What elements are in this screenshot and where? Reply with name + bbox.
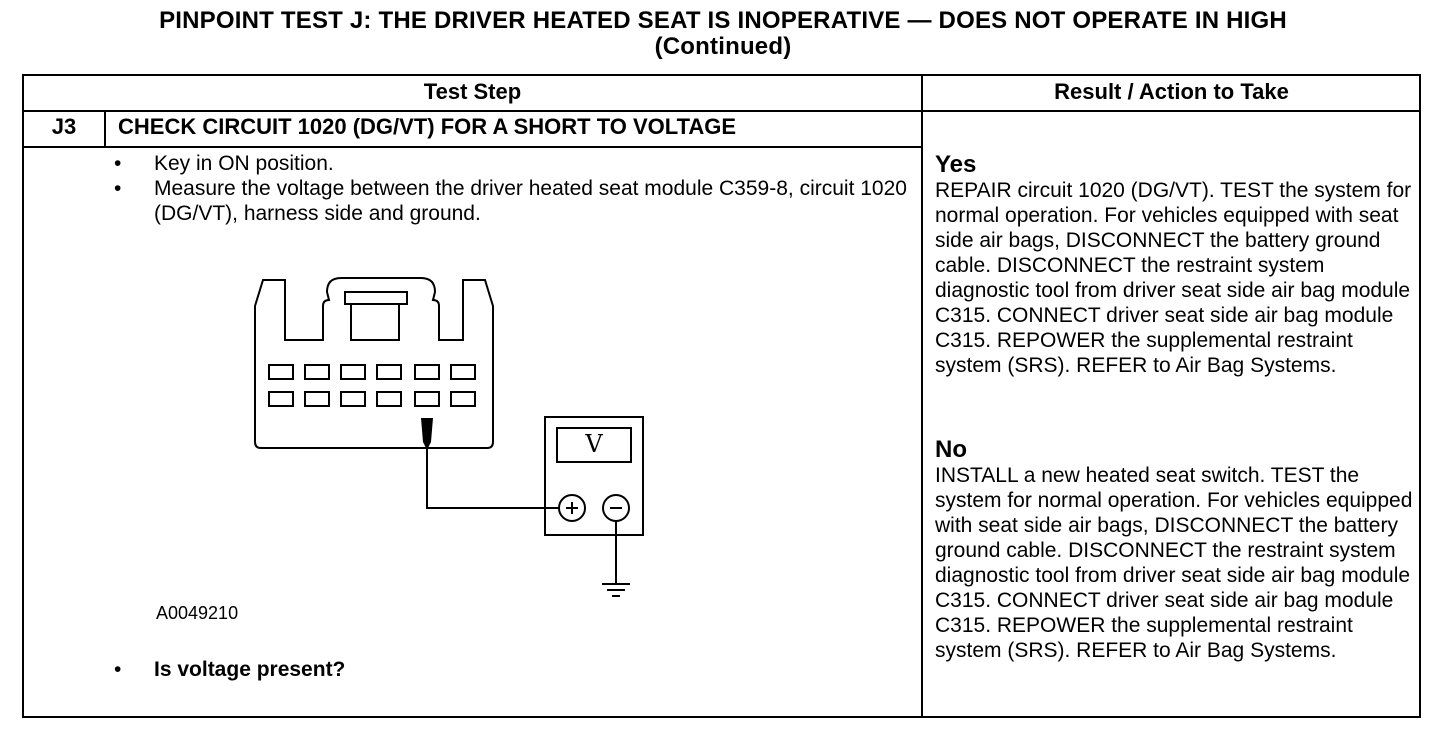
question-text: Is voltage present? xyxy=(154,658,346,681)
result-no-text: INSTALL a new heated seat switch. TEST t… xyxy=(935,464,1413,662)
figure-id: A0049210 xyxy=(156,603,239,623)
step-title-divider xyxy=(23,146,921,148)
result-yes: Yes REPAIR circuit 1020 (DG/VT). TEST th… xyxy=(935,152,1419,378)
instruction-text: Key in ON position. xyxy=(154,152,334,175)
voltmeter-symbol: V xyxy=(584,430,603,458)
step-instructions: • Key in ON position. • Measure the volt… xyxy=(114,151,914,226)
bullet-marker: • xyxy=(114,177,122,200)
result-no: No INSTALL a new heated seat switch. TES… xyxy=(935,437,1419,663)
positive-terminal xyxy=(558,494,586,522)
connector-pin xyxy=(450,364,476,380)
probe-tip xyxy=(421,418,433,450)
test-question: • Is voltage present? xyxy=(114,657,345,682)
voltmeter xyxy=(544,416,644,536)
connector-pin xyxy=(376,364,402,380)
connector-pin xyxy=(340,364,366,380)
result-no-heading: No xyxy=(935,436,967,463)
connector-pin xyxy=(376,391,402,407)
connector-pin xyxy=(304,391,330,407)
connector-latch xyxy=(344,291,408,305)
connector-outline xyxy=(254,277,494,449)
bullet-marker: • xyxy=(114,152,122,175)
page-title: PINPOINT TEST J: THE DRIVER HEATED SEAT … xyxy=(0,8,1446,60)
connector-pin xyxy=(268,391,294,407)
step-id: J3 xyxy=(51,114,77,139)
result-yes-heading: Yes xyxy=(935,151,977,178)
connector-pin xyxy=(414,391,440,407)
connector-pin xyxy=(450,391,476,407)
step-title: CHECK CIRCUIT 1020 (DG/VT) FOR A SHORT T… xyxy=(118,114,737,139)
result-header: Result / Action to Take xyxy=(1054,79,1289,104)
list-item: • Measure the voltage between the driver… xyxy=(114,176,914,226)
step-id-divider xyxy=(104,111,106,147)
result-yes-text: REPAIR circuit 1020 (DG/VT). TEST the sy… xyxy=(935,179,1412,377)
connector-pin xyxy=(268,364,294,380)
title-line-1: PINPOINT TEST J: THE DRIVER HEATED SEAT … xyxy=(159,7,1287,34)
connector-pin xyxy=(304,364,330,380)
test-step-header: Test Step xyxy=(423,79,522,104)
header-divider xyxy=(23,110,1420,112)
test-table xyxy=(22,74,1421,718)
title-line-2: (Continued) xyxy=(654,33,792,60)
connector-voltmeter-diagram: V xyxy=(254,277,644,597)
bullet-marker: • xyxy=(114,658,122,681)
list-item: • Key in ON position. xyxy=(114,151,914,176)
connector-pin xyxy=(340,391,366,407)
column-divider-result xyxy=(921,75,923,717)
connector-pin xyxy=(414,364,440,380)
voltmeter-display xyxy=(556,427,632,463)
instruction-text: Measure the voltage between the driver h… xyxy=(154,177,907,225)
